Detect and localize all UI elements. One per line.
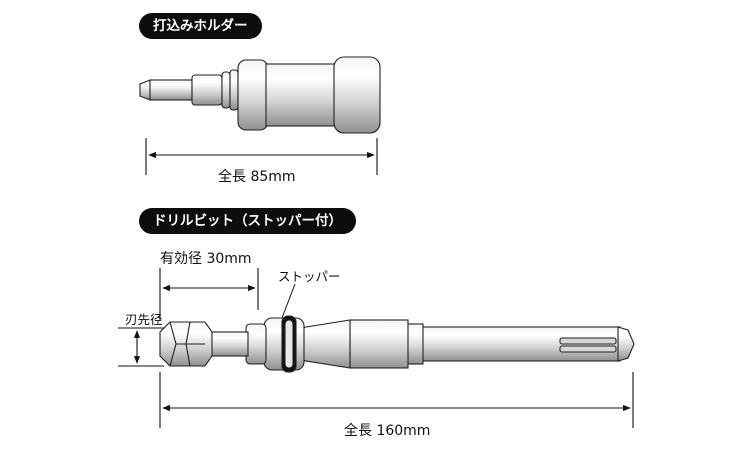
- drill-length-dimension: [159, 372, 634, 428]
- effective-diameter-dimension: [159, 268, 259, 320]
- drill-bit-illustration: [159, 315, 635, 373]
- holder-length-dimension: [145, 138, 378, 175]
- drill-length-label: 全長 160mm: [344, 423, 431, 439]
- effective-diameter-label: 有効径 30mm: [160, 251, 252, 267]
- holder-title: 打込みホルダー: [139, 13, 262, 39]
- holder-length-label: 全長 85mm: [218, 169, 296, 185]
- tip-diameter-dimension: [118, 327, 164, 367]
- drill-bit-title: ドリルビット（ストッパー付）: [139, 208, 356, 234]
- stopper-leader: [281, 283, 296, 319]
- tip-diameter-label: 刃先径: [125, 312, 163, 327]
- holder-illustration: [139, 56, 381, 134]
- stopper-label: ストッパー: [278, 269, 341, 284]
